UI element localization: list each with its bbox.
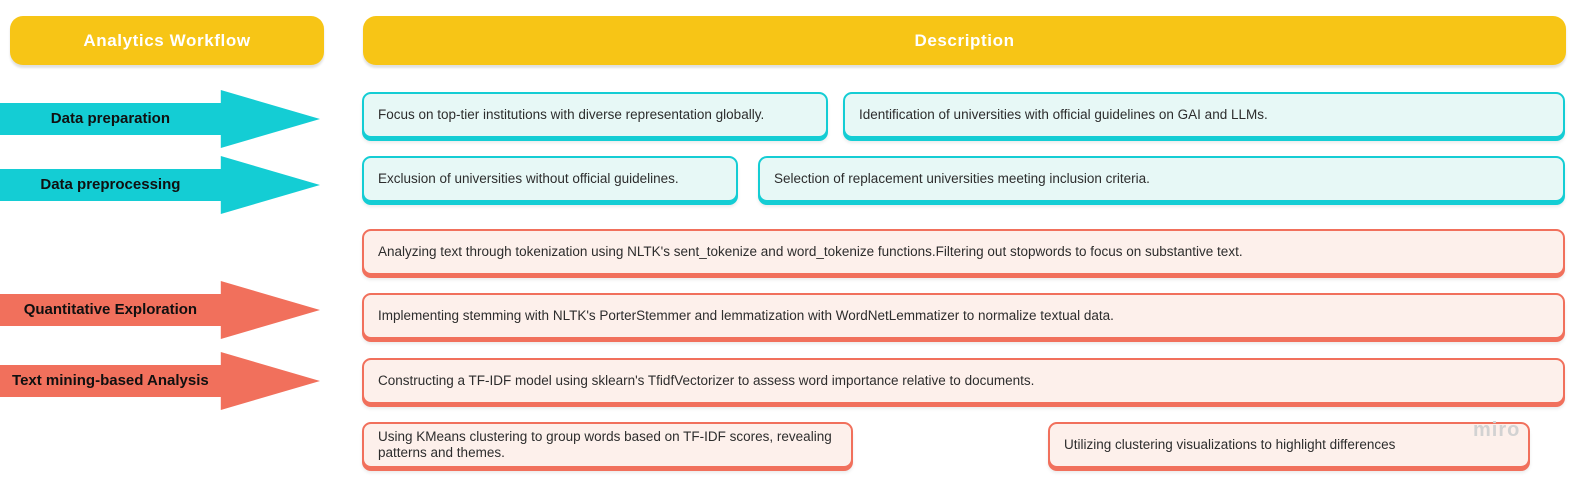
workflow-column-header: Analytics Workflow bbox=[10, 16, 324, 65]
arrow-data-preparation: Data preparation bbox=[0, 90, 320, 148]
description-box-text: Analyzing text through tokenization usin… bbox=[378, 243, 1243, 259]
miro-watermark: miro bbox=[1473, 419, 1521, 441]
description-box-text: Using KMeans clustering to group words b… bbox=[378, 428, 832, 460]
description-box-text: Implementing stemming with NLTK's Porter… bbox=[378, 307, 1114, 323]
arrow-label: Text mining-based Analysis bbox=[12, 371, 209, 389]
description-box: Utilizing clustering visualizations to h… bbox=[1048, 422, 1530, 468]
description-box-text: Selection of replacement universities me… bbox=[774, 170, 1150, 186]
arrow-text-mining-analysis: Text mining-based Analysis bbox=[0, 352, 320, 410]
description-box-text: Focus on top-tier institutions with dive… bbox=[378, 106, 765, 122]
description-header-label: Description bbox=[914, 30, 1015, 50]
description-box-text: Exclusion of universities without offici… bbox=[378, 170, 679, 186]
description-box: Selection of replacement universities me… bbox=[758, 156, 1565, 202]
description-box: Implementing stemming with NLTK's Porter… bbox=[362, 293, 1565, 339]
description-box: Analyzing text through tokenization usin… bbox=[362, 229, 1565, 275]
description-box-text: Identification of universities with offi… bbox=[859, 106, 1268, 122]
arrow-label: Data preprocessing bbox=[40, 175, 181, 193]
arrow-label: Data preparation bbox=[50, 109, 170, 127]
description-box: Exclusion of universities without offici… bbox=[362, 156, 738, 202]
description-box-text: Utilizing clustering visualizations to h… bbox=[1064, 436, 1396, 452]
workflow-header-label: Analytics Workflow bbox=[83, 30, 251, 50]
arrow-quantitative-exploration: Quantitative Exploration bbox=[0, 281, 320, 339]
description-box-text: Constructing a TF-IDF model using sklear… bbox=[378, 372, 1035, 388]
arrow-label: Quantitative Exploration bbox=[23, 300, 198, 318]
description-column-header: Description bbox=[363, 16, 1566, 65]
arrow-data-preprocessing: Data preprocessing bbox=[0, 156, 320, 214]
description-box: Using KMeans clustering to group words b… bbox=[362, 422, 853, 468]
description-box: Identification of universities with offi… bbox=[843, 92, 1565, 138]
description-box: Focus on top-tier institutions with dive… bbox=[362, 92, 828, 138]
description-box: Constructing a TF-IDF model using sklear… bbox=[362, 358, 1565, 404]
